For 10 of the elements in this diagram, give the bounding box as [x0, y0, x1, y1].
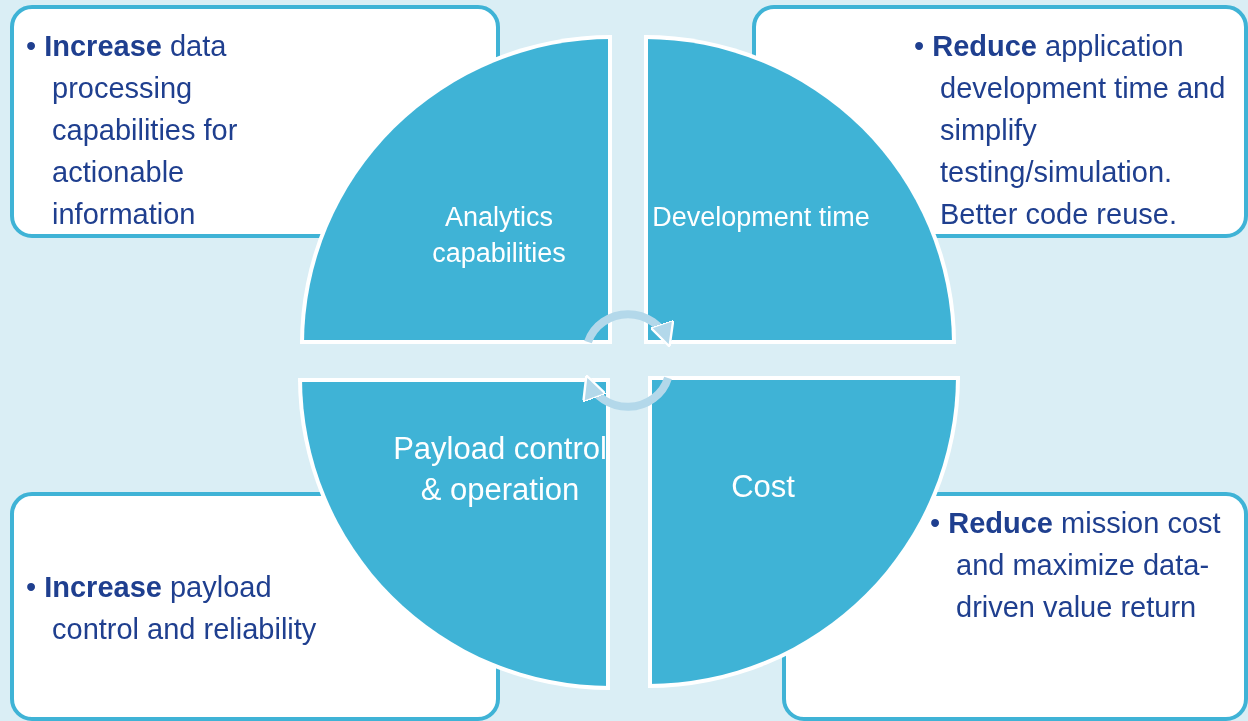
segment-label: Cost — [730, 468, 796, 506]
curved-arrow — [583, 374, 672, 411]
segment-label: Analytics capabilities — [431, 201, 567, 270]
bullet-text: • Reduce mission cost and maximize data-driven value return — [930, 506, 1222, 625]
bullet-text: • Increase data processing capabilities for actionable information — [26, 29, 239, 232]
segment-label: Development time — [651, 201, 871, 234]
bullet-text: • Increase payload control and reliability — [26, 570, 318, 647]
curved-arrow — [584, 310, 673, 348]
bullet-text: • Reduce application development time and simplify testing/simulation. Better code reuse. — [914, 29, 1227, 232]
segment-label: Payload control & operation — [392, 430, 608, 509]
